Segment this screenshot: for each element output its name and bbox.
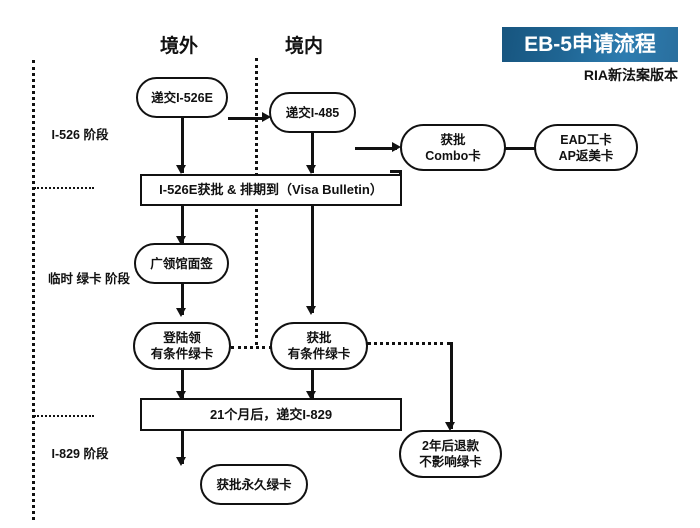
edge-i485-down-line [311, 132, 314, 173]
edge-cgc-to-refund-arrowhead [445, 422, 455, 431]
node-submit-i526e[interactable]: 递交I-526E [136, 77, 228, 118]
node-ead-ap-card-label: EAD工卡 AP返美卡 [558, 132, 614, 163]
node-consulate-interview[interactable]: 广领馆面签 [134, 243, 229, 284]
node-ead-ap-card[interactable]: EAD工卡 AP返美卡 [534, 124, 638, 171]
edge-i526e-to-approved-arrowhead [176, 165, 186, 174]
stage-label-temp-green-card: 临时 绿卡 阶段 [48, 272, 130, 286]
node-i526e-approved[interactable]: I-526E获批 & 排期到（Visa Bulletin） [140, 174, 402, 206]
column-heading-overseas: 境外 [160, 36, 199, 57]
stage-separator-2 [34, 415, 94, 417]
edge-i526e-to-approved-line [181, 118, 184, 173]
node-file-i829[interactable]: 21个月后，递交I-829 [140, 398, 402, 431]
left-rail-divider [32, 60, 35, 520]
stage-separator-1 [34, 187, 94, 189]
edge-i485-to-combo-arrowhead [392, 142, 401, 152]
node-file-i829-label: 21个月后，递交I-829 [209, 406, 333, 422]
edge-cgc-to-i829-arrowhead [306, 391, 316, 400]
node-refund-two-years[interactable]: 2年后退款 不影响绿卡 [399, 430, 502, 478]
node-permanent-green-card[interactable]: 获批永久绿卡 [200, 464, 308, 505]
edge-cgc-to-refund-dotted [367, 342, 451, 345]
node-land-get-cgc-label: 登陆领 有条件绿卡 [150, 331, 214, 361]
node-approved-combo-card[interactable]: 获批 Combo卡 [400, 124, 506, 171]
edge-consulate-to-land-line [181, 283, 184, 315]
edge-approved-to-cgc-line [311, 205, 314, 313]
edge-i526e-to-i485-arrowhead [262, 112, 271, 122]
node-consulate-interview-label: 广领馆面签 [150, 256, 213, 271]
node-submit-i526e-label: 递交I-526E [151, 90, 213, 105]
edge-combo-to-ead-line [505, 147, 535, 150]
edge-approved-to-consulate-arrowhead [176, 236, 186, 245]
node-i526e-approved-label: I-526E获批 & 排期到（Visa Bulletin） [159, 182, 383, 197]
banner-subtitle: RIA新法案版本 [583, 67, 678, 83]
edge-cgc-to-refund-line [450, 342, 453, 429]
stage-label-i526: I-526 阶段 [51, 128, 109, 142]
edge-i829-to-permanent-arrowhead [176, 457, 186, 466]
edge-combo-elbow-line [390, 170, 402, 173]
edge-approved-to-cgc-arrowhead [306, 306, 316, 315]
edge-consulate-to-land-arrowhead [176, 308, 186, 317]
edge-cgc-to-i829-line [311, 370, 314, 398]
edge-i485-down-arrowhead [306, 165, 316, 174]
edge-land-to-i829-line [181, 370, 184, 398]
edge-i829-to-permanent-line [181, 430, 184, 464]
stage-label-i829: I-829 阶段 [51, 447, 109, 461]
node-submit-i485[interactable]: 递交I-485 [269, 92, 356, 133]
node-land-get-cgc[interactable]: 登陆领 有条件绿卡 [133, 322, 231, 370]
node-refund-two-years-label: 2年后退款 不影响绿卡 [419, 439, 482, 469]
edge-land-to-i829-arrowhead [176, 391, 186, 400]
banner-title: EB-5申请流程 [524, 33, 656, 56]
node-permanent-green-card-label: 获批永久绿卡 [216, 477, 292, 492]
edge-i526e-to-i485-line [228, 117, 264, 120]
column-heading-domestic: 境内 [285, 36, 324, 57]
title-banner: EB-5申请流程 [502, 27, 678, 62]
edge-approved-to-consulate-line [181, 205, 184, 243]
node-approved-combo-card-label: 获批 Combo卡 [425, 132, 481, 163]
node-approved-cgc[interactable]: 获批 有条件绿卡 [270, 322, 368, 370]
edge-land-to-cgc-dotted [231, 346, 272, 349]
node-approved-cgc-label: 获批 有条件绿卡 [287, 331, 351, 361]
node-submit-i485-label: 递交I-485 [285, 105, 340, 120]
edge-i485-to-combo-line [355, 147, 397, 150]
